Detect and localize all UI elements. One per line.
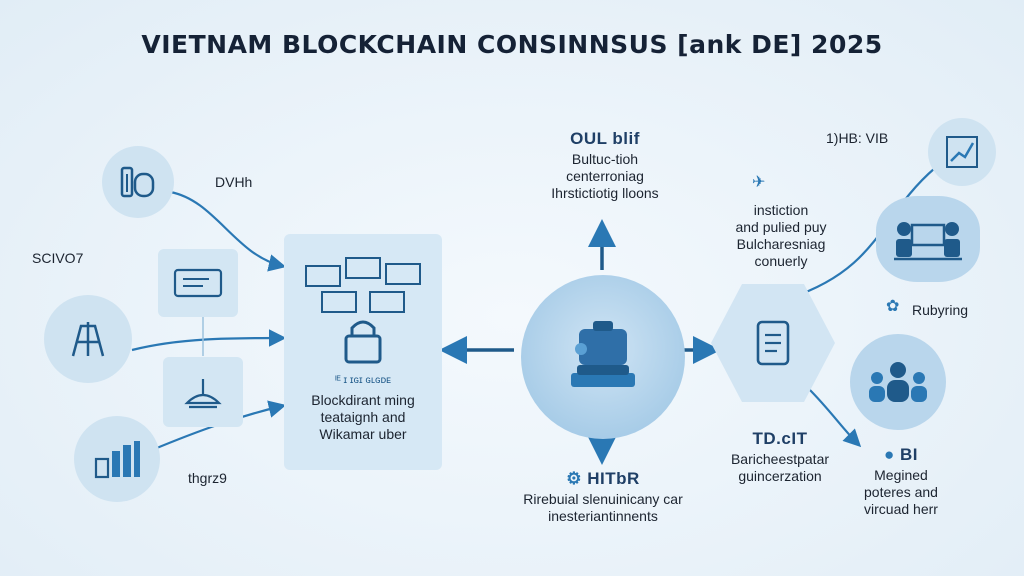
bottom-block-line-1: Rirebuial slenuinicany car bbox=[523, 491, 683, 507]
people-node bbox=[850, 334, 946, 430]
bottom-block-line-2: inesteriantinnents bbox=[548, 508, 658, 524]
growth-chart-icon bbox=[946, 136, 978, 168]
right-mid-line-2: and pulied puy bbox=[735, 219, 827, 235]
badge-dot-icon: ● bbox=[884, 445, 900, 464]
lower-right-heading: TD.cIT bbox=[752, 429, 808, 448]
node-device-icon bbox=[571, 321, 635, 387]
right-mid-line-4: conuerly bbox=[754, 253, 808, 269]
bottom-block-title: HITbR bbox=[587, 469, 640, 488]
lower-right-block: TD.cIT Baricheestpatar guincerzation bbox=[710, 430, 850, 485]
send-icon: ✈ bbox=[752, 174, 766, 191]
label-dvhh: DVHh bbox=[215, 174, 253, 190]
left-mid-node bbox=[44, 295, 132, 383]
lock-icon bbox=[344, 320, 382, 364]
connector-top-right bbox=[785, 167, 936, 303]
right-mid-line-1: instiction bbox=[753, 202, 809, 218]
city-chart-icon bbox=[94, 441, 140, 479]
scale-icon bbox=[184, 379, 222, 409]
panel-line-2: teataignh and bbox=[320, 409, 406, 425]
panel-line-1: Blockdirant ming bbox=[311, 392, 415, 408]
desk-node bbox=[876, 196, 980, 282]
top-block-line-1: Bultuc-tioh bbox=[571, 151, 639, 167]
panel-small-text: ᴵᴱ ɪ ɪɢɪ ɢʟɢᴅᴇ bbox=[335, 375, 391, 386]
label-top-right: 1)HB: VIB bbox=[826, 130, 889, 146]
certificate-card bbox=[158, 249, 238, 317]
label-scivo7: SCIVO7 bbox=[32, 250, 84, 266]
label-thgrzig: thgrz9 bbox=[188, 470, 227, 486]
top-block: OUL blif Bultuc-tioh centerroniag Ihrsti… bbox=[520, 130, 690, 202]
document-icon bbox=[756, 320, 790, 366]
far-right-heading: ● BI bbox=[846, 446, 956, 463]
left-top-node bbox=[102, 146, 174, 218]
diagram-title: VIETNAM BLOCKCHAIN CONSINNSUS [ank DE] 2… bbox=[141, 30, 883, 59]
top-block-line-3: Ihrstictiotig lloons bbox=[551, 185, 659, 201]
connector-mid-left bbox=[131, 329, 287, 352]
meeting-icon bbox=[894, 222, 962, 261]
servers-icon bbox=[305, 257, 421, 313]
far-right-block: ● BI Megined poteres and vircuad herr bbox=[846, 446, 956, 518]
building-icon bbox=[120, 166, 155, 198]
people-icon bbox=[869, 362, 927, 402]
panel-text: Blockdirant ming teataignh and Wikamar u… bbox=[284, 392, 442, 443]
far-right-line-1: Megined bbox=[874, 467, 928, 483]
bottom-block-heading: ⚙ HITbR bbox=[496, 470, 710, 487]
far-right-title: BI bbox=[900, 445, 918, 464]
connector-right-down bbox=[807, 387, 862, 448]
label-rubyring: Rubyring bbox=[912, 302, 969, 318]
cloud-icon: ✿ bbox=[886, 298, 900, 315]
top-block-heading: OUL blif bbox=[570, 129, 640, 148]
certificate-icon bbox=[173, 268, 223, 298]
lower-right-line-1: Baricheestpatar bbox=[730, 451, 830, 467]
far-right-line-2: poteres and bbox=[864, 484, 938, 500]
blockchain-panel: ᴵᴱ ɪ ɪɢɪ ɢʟɢᴅᴇ Blockdirant ming teataign… bbox=[284, 234, 442, 470]
left-bottom-node bbox=[74, 416, 160, 502]
far-right-line-3: vircuad herr bbox=[864, 501, 938, 517]
scale-card bbox=[163, 357, 243, 427]
bottom-block: ⚙ HITbR Rirebuial slenuinicany car inest… bbox=[496, 470, 710, 525]
panel-line-3: Wikamar uber bbox=[319, 426, 407, 442]
gate-icon bbox=[71, 322, 105, 357]
gear-icon: ⚙ bbox=[566, 469, 588, 488]
top-right-node bbox=[928, 118, 996, 186]
right-mid-line-3: Bulcharesniag bbox=[736, 236, 826, 252]
lower-right-line-2: guincerzation bbox=[738, 468, 822, 484]
connector-top-left bbox=[169, 190, 287, 272]
consensus-hub bbox=[521, 275, 685, 439]
right-mid-block: instiction and pulied puy Bulcharesniag … bbox=[706, 202, 856, 270]
top-block-line-2: centerroniag bbox=[566, 168, 644, 184]
